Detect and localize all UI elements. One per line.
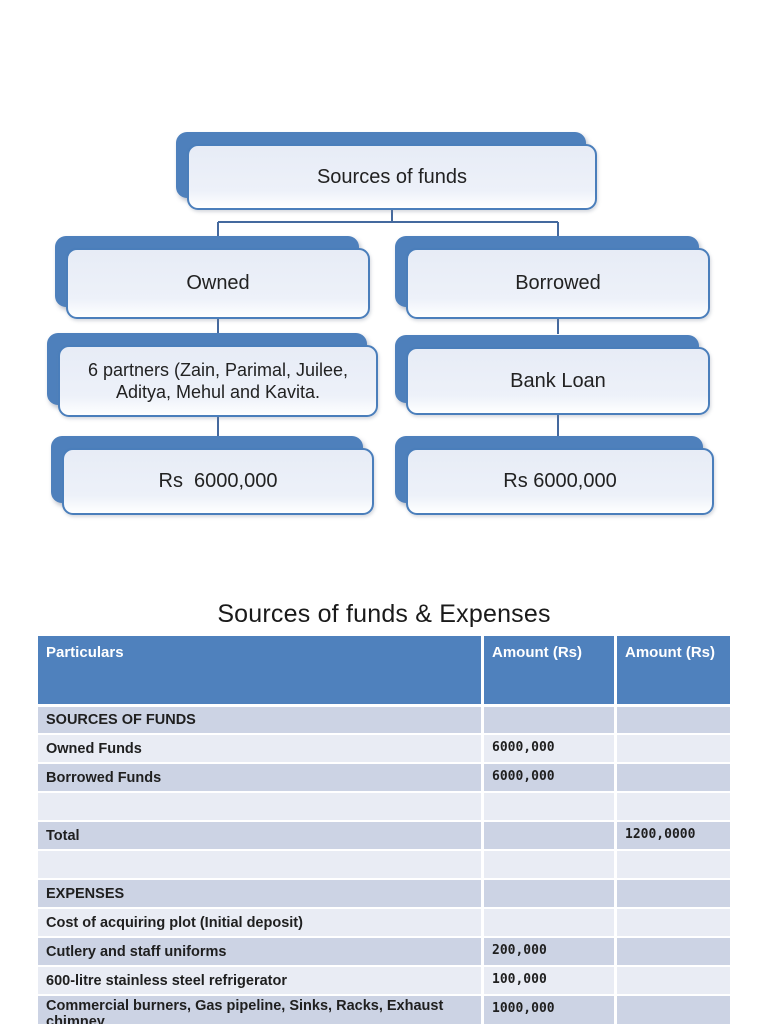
cell-particulars: Commercial burners, Gas pipeline, Sinks,… bbox=[38, 994, 481, 1024]
cell-amount-2: 1200,0000 bbox=[614, 820, 730, 849]
table-row bbox=[38, 849, 730, 878]
cell-amount-1 bbox=[481, 878, 614, 907]
cell-particulars: EXPENSES bbox=[38, 878, 481, 907]
cell-amount-2 bbox=[614, 907, 730, 936]
diagram-node-owned-amount: Rs 6000,000 bbox=[51, 436, 374, 515]
node-label: Rs 6000,000 bbox=[503, 470, 617, 492]
cell-amount-2 bbox=[614, 733, 730, 762]
cell-amount-1: 200,000 bbox=[481, 936, 614, 965]
funds-expenses-section: Sources of funds & Expenses Particulars … bbox=[0, 600, 768, 1024]
cell-amount-2 bbox=[614, 791, 730, 820]
table-row: 600-litre stainless steel refrigerator 1… bbox=[38, 965, 730, 994]
table-row: EXPENSES bbox=[38, 878, 730, 907]
table-row: Borrowed Funds 6000,000 bbox=[38, 762, 730, 791]
table-row: SOURCES OF FUNDS bbox=[38, 704, 730, 733]
cell-particulars: Cutlery and staff uniforms bbox=[38, 936, 481, 965]
cell-particulars: Cost of acquiring plot (Initial deposit) bbox=[38, 907, 481, 936]
cell-particulars: Owned Funds bbox=[38, 733, 481, 762]
column-header-amount-1: Amount (Rs) bbox=[481, 636, 614, 704]
cell-amount-2 bbox=[614, 762, 730, 791]
node-label: Bank Loan bbox=[510, 369, 606, 392]
cell-amount-1: 6000,000 bbox=[481, 733, 614, 762]
cell-amount-2 bbox=[614, 936, 730, 965]
cell-particulars: Borrowed Funds bbox=[38, 762, 481, 791]
diagram-node-owned: Owned bbox=[55, 236, 370, 319]
table-row: Cutlery and staff uniforms 200,000 bbox=[38, 936, 730, 965]
diagram-node-bank-loan: Bank Loan bbox=[395, 335, 710, 415]
table-header-row: Particulars Amount (Rs) Amount (Rs) bbox=[38, 636, 730, 704]
table-title: Sources of funds & Expenses bbox=[217, 600, 551, 628]
diagram-node-borrowed: Borrowed bbox=[395, 236, 710, 319]
cell-amount-2 bbox=[614, 965, 730, 994]
cell-particulars bbox=[38, 849, 481, 878]
table-row: Cost of acquiring plot (Initial deposit) bbox=[38, 907, 730, 936]
cell-amount-1 bbox=[481, 791, 614, 820]
node-label: 6 partners (Zain, Parimal, Juilee, Adity… bbox=[87, 359, 353, 403]
node-label: Owned bbox=[186, 272, 250, 294]
diagram-node-borrowed-amount: Rs 6000,000 bbox=[395, 436, 714, 515]
node-label: Rs 6000,000 bbox=[158, 470, 278, 492]
cell-amount-1 bbox=[481, 849, 614, 878]
cell-particulars: SOURCES OF FUNDS bbox=[38, 704, 481, 733]
cell-amount-1 bbox=[481, 704, 614, 733]
funds-expenses-table: Particulars Amount (Rs) Amount (Rs) SOUR… bbox=[38, 636, 730, 1024]
column-header-amount-2: Amount (Rs) bbox=[614, 636, 730, 704]
cell-amount-1: 6000,000 bbox=[481, 762, 614, 791]
cell-particulars bbox=[38, 791, 481, 820]
node-label: Sources of funds bbox=[316, 165, 468, 188]
cell-amount-1: 100,000 bbox=[481, 965, 614, 994]
diagram-node-partners: 6 partners (Zain, Parimal, Juilee, Adity… bbox=[47, 333, 378, 417]
connector-lines bbox=[217, 210, 559, 437]
cell-amount-1 bbox=[481, 907, 614, 936]
cell-amount-1: 1000,000 bbox=[481, 994, 614, 1024]
table-row: Commercial burners, Gas pipeline, Sinks,… bbox=[38, 994, 730, 1024]
cell-amount-1 bbox=[481, 820, 614, 849]
cell-particulars: Total bbox=[38, 820, 481, 849]
column-header-particulars: Particulars bbox=[38, 636, 481, 704]
table-row: Total 1200,0000 bbox=[38, 820, 730, 849]
table-row bbox=[38, 791, 730, 820]
cell-amount-2 bbox=[614, 994, 730, 1024]
table-row: Owned Funds 6000,000 bbox=[38, 733, 730, 762]
cell-amount-2 bbox=[614, 849, 730, 878]
funds-hierarchy-diagram: Sources of funds Owned Borrowed 6 partne… bbox=[47, 132, 714, 515]
diagram-node-sources-of-funds: Sources of funds bbox=[176, 132, 597, 210]
cell-amount-2 bbox=[614, 704, 730, 733]
cell-amount-2 bbox=[614, 878, 730, 907]
cell-particulars: 600-litre stainless steel refrigerator bbox=[38, 965, 481, 994]
node-label: Borrowed bbox=[515, 272, 601, 294]
